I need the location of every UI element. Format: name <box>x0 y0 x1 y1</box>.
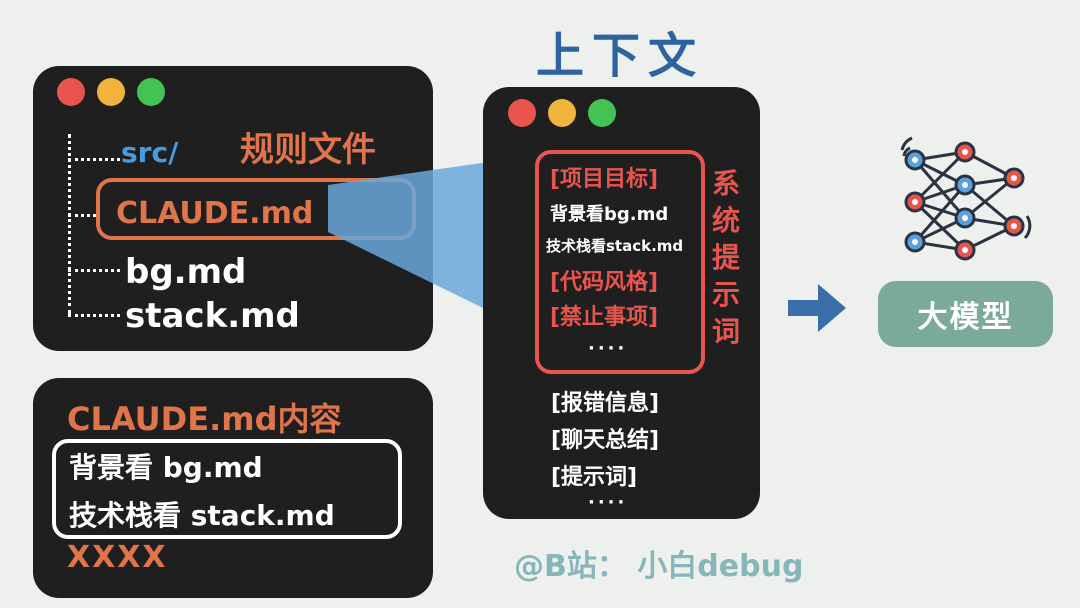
window-controls <box>57 78 165 106</box>
tree-branch <box>68 158 120 161</box>
system-item: ···· <box>588 338 628 359</box>
window-controls <box>508 99 616 127</box>
tree-branch <box>68 269 120 272</box>
file-src[interactable]: src/ <box>121 136 179 169</box>
system-item: [禁止事项] <box>550 305 659 330</box>
neural-network-icon <box>900 136 1032 261</box>
context-item: ···· <box>588 492 628 513</box>
file-stack-md[interactable]: stack.md <box>125 296 300 336</box>
model-button[interactable]: 大模型 <box>878 281 1053 347</box>
context-item: [提示词] <box>551 465 638 490</box>
file-bg-md[interactable]: bg.md <box>125 252 247 292</box>
context-window: [项目目标] 背景看bg.md 技术栈看stack.md [代码风格] [禁止事… <box>483 87 760 519</box>
content-extra: XXXX <box>67 540 168 575</box>
close-dot-icon[interactable] <box>57 78 85 106</box>
close-dot-icon[interactable] <box>508 99 536 127</box>
credit-text: @B站： 小白debug <box>514 549 804 584</box>
maximize-dot-icon[interactable] <box>588 99 616 127</box>
tree-branch <box>68 214 96 217</box>
file-claude-md[interactable]: CLAUDE.md <box>116 196 314 231</box>
context-item: [报错信息] <box>551 391 660 416</box>
system-item: [代码风格] <box>550 270 659 295</box>
minimize-dot-icon[interactable] <box>97 78 125 106</box>
content-box <box>52 439 402 539</box>
system-prompt-label: 系 统 提 示 词 <box>711 167 740 348</box>
maximize-dot-icon[interactable] <box>137 78 165 106</box>
system-item: [项目目标] <box>550 167 659 192</box>
tree-branch <box>68 314 120 317</box>
system-prompt-box <box>535 150 705 374</box>
content-line: 技术栈看 stack.md <box>69 499 335 532</box>
minimize-dot-icon[interactable] <box>548 99 576 127</box>
rules-file-label: 规则文件 <box>240 130 376 170</box>
content-title: CLAUDE.md内容 <box>67 400 342 438</box>
tree-trunk <box>68 134 71 314</box>
system-item: 技术栈看stack.md <box>546 237 684 255</box>
content-line: 背景看 bg.md <box>69 451 263 484</box>
context-title: 上下文 <box>536 28 705 84</box>
model-label: 大模型 <box>917 300 1014 335</box>
arrow-right-icon <box>788 284 846 332</box>
context-item: [聊天总结] <box>551 428 660 453</box>
content-window: CLAUDE.md内容 背景看 bg.md 技术栈看 stack.md XXXX <box>33 378 433 598</box>
system-item: 背景看bg.md <box>550 204 669 225</box>
